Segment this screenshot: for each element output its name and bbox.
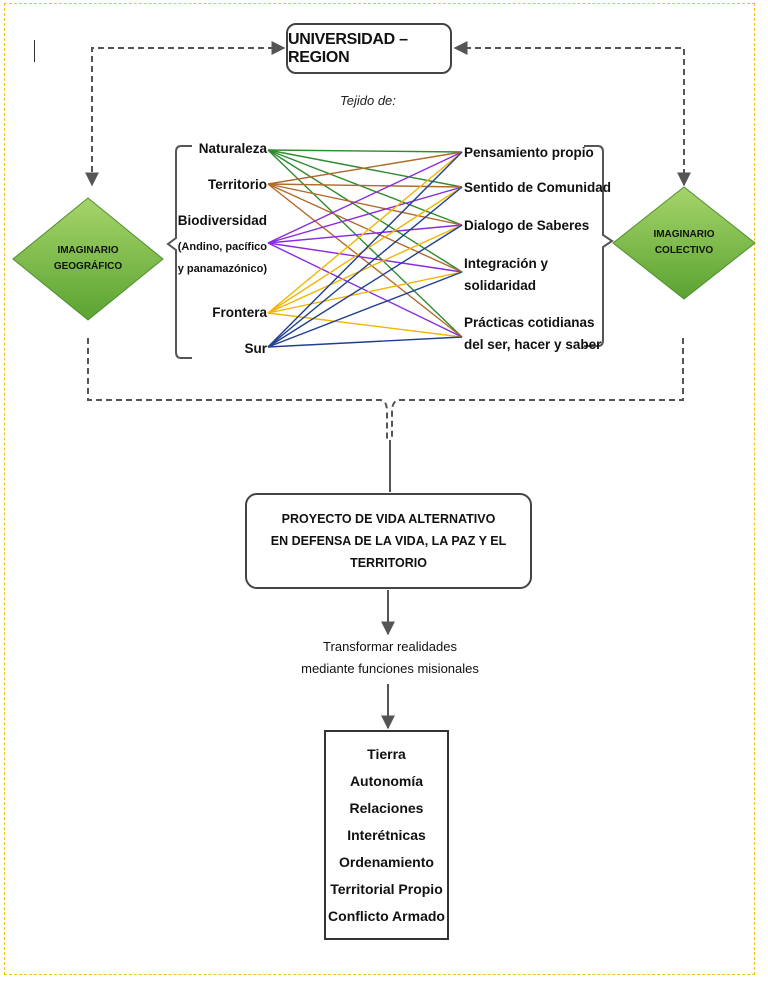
right-item-dialogo-saberes: Dialogo de Saberes — [464, 218, 589, 233]
link-1-1 — [267, 183, 463, 188]
right-item-integracion-line2: solidaridad — [464, 278, 536, 293]
result-line-tierra: Tierra — [367, 745, 406, 762]
proyecto-line-1: PROYECTO DE VIDA ALTERNATIVO — [281, 512, 496, 526]
result-line-conflicto-armado: Conflicto Armado — [328, 907, 445, 924]
diamond-right-line2: COLECTIVO — [655, 245, 714, 256]
diamond-imaginario-geografico — [12, 197, 164, 321]
left-item-territorio: Territorio — [208, 177, 267, 192]
left-item-biodiversidad: Biodiversidad — [178, 213, 267, 228]
link-1-3 — [267, 183, 463, 273]
link-1-2 — [267, 183, 463, 226]
link-4-0 — [267, 151, 463, 348]
right-item-practicas-line1: Prácticas cotidianas — [464, 315, 595, 330]
link-3-3 — [267, 271, 463, 314]
result-line-interetnicas: Interétnicas — [347, 826, 426, 843]
link-2-3 — [267, 242, 463, 273]
left-item-biodiversidad-sub1: (Andino, pacífico — [178, 241, 268, 253]
left-item-sur: Sur — [244, 341, 267, 356]
link-0-0 — [267, 149, 463, 153]
diamond-right-line1: IMAGINARIO — [653, 229, 714, 240]
diamond-left-line1: IMAGINARIO — [57, 245, 118, 256]
connector-top-left — [85, 41, 286, 187]
proyecto-line-3: TERRITORIO — [350, 556, 427, 570]
right-item-practicas-line2: del ser, hacer y saber — [464, 337, 602, 352]
diamond-left-line2: GEOGRÁFICO — [54, 259, 123, 272]
link-3-0 — [267, 151, 463, 314]
link-0-3 — [267, 149, 463, 273]
right-item-integracion-line1: Integración y — [464, 256, 549, 271]
result-line-autonomia: Autonomía — [349, 772, 424, 789]
left-item-biodiversidad-sub2: y panamazónico) — [178, 263, 268, 275]
link-1-0 — [267, 151, 463, 185]
transformar-line-2: mediante funciones misionales — [301, 661, 479, 676]
connector-merge-right — [391, 338, 684, 440]
result-line-ordenamiento: Ordenamiento — [339, 853, 434, 870]
left-item-frontera: Frontera — [212, 305, 267, 320]
link-0-4 — [267, 149, 463, 338]
left-item-naturaleza: Naturaleza — [199, 141, 268, 156]
connector-top-right — [453, 41, 691, 187]
right-item-pensamiento-propio: Pensamiento propio — [464, 145, 594, 160]
link-4-2 — [267, 224, 463, 348]
diamond-imaginario-colectivo — [612, 186, 756, 300]
link-3-2 — [267, 224, 463, 314]
link-4-4 — [267, 336, 463, 348]
text-cursor — [34, 40, 35, 62]
link-4-3 — [267, 271, 463, 348]
proyecto-line-2: EN DEFENSA DE LA VIDA, LA PAZ Y EL — [270, 534, 507, 548]
link-2-2 — [267, 224, 463, 244]
cross-connection-lines — [267, 149, 463, 348]
transformar-line-1: Transformar realidades — [323, 639, 457, 654]
result-line-territorial-propio: Territorial Propio — [330, 880, 443, 897]
link-0-2 — [267, 149, 463, 226]
link-1-4 — [267, 183, 463, 338]
link-2-1 — [267, 186, 463, 244]
result-node: Tierra Autonomía Relaciones Interétnicas… — [324, 730, 449, 940]
link-2-4 — [267, 242, 463, 338]
link-4-1 — [267, 186, 463, 348]
transformar-label: Transformar realidades mediante funcione… — [290, 636, 490, 680]
universidad-region-node: UNIVERSIDAD – REGION — [286, 23, 452, 74]
left-bracket — [166, 145, 192, 359]
proyecto-vida-node: PROYECTO DE VIDA ALTERNATIVO EN DEFENSA … — [245, 493, 532, 589]
result-line-relaciones: Relaciones — [349, 799, 424, 816]
right-item-sentido-comunidad: Sentido de Comunidad — [464, 180, 611, 195]
connector-merge-left — [87, 338, 388, 440]
tejido-label: Tejido de: — [340, 93, 396, 108]
page-frame — [4, 3, 755, 975]
link-3-4 — [267, 312, 463, 338]
right-bracket — [584, 145, 614, 347]
link-2-0 — [267, 151, 463, 244]
